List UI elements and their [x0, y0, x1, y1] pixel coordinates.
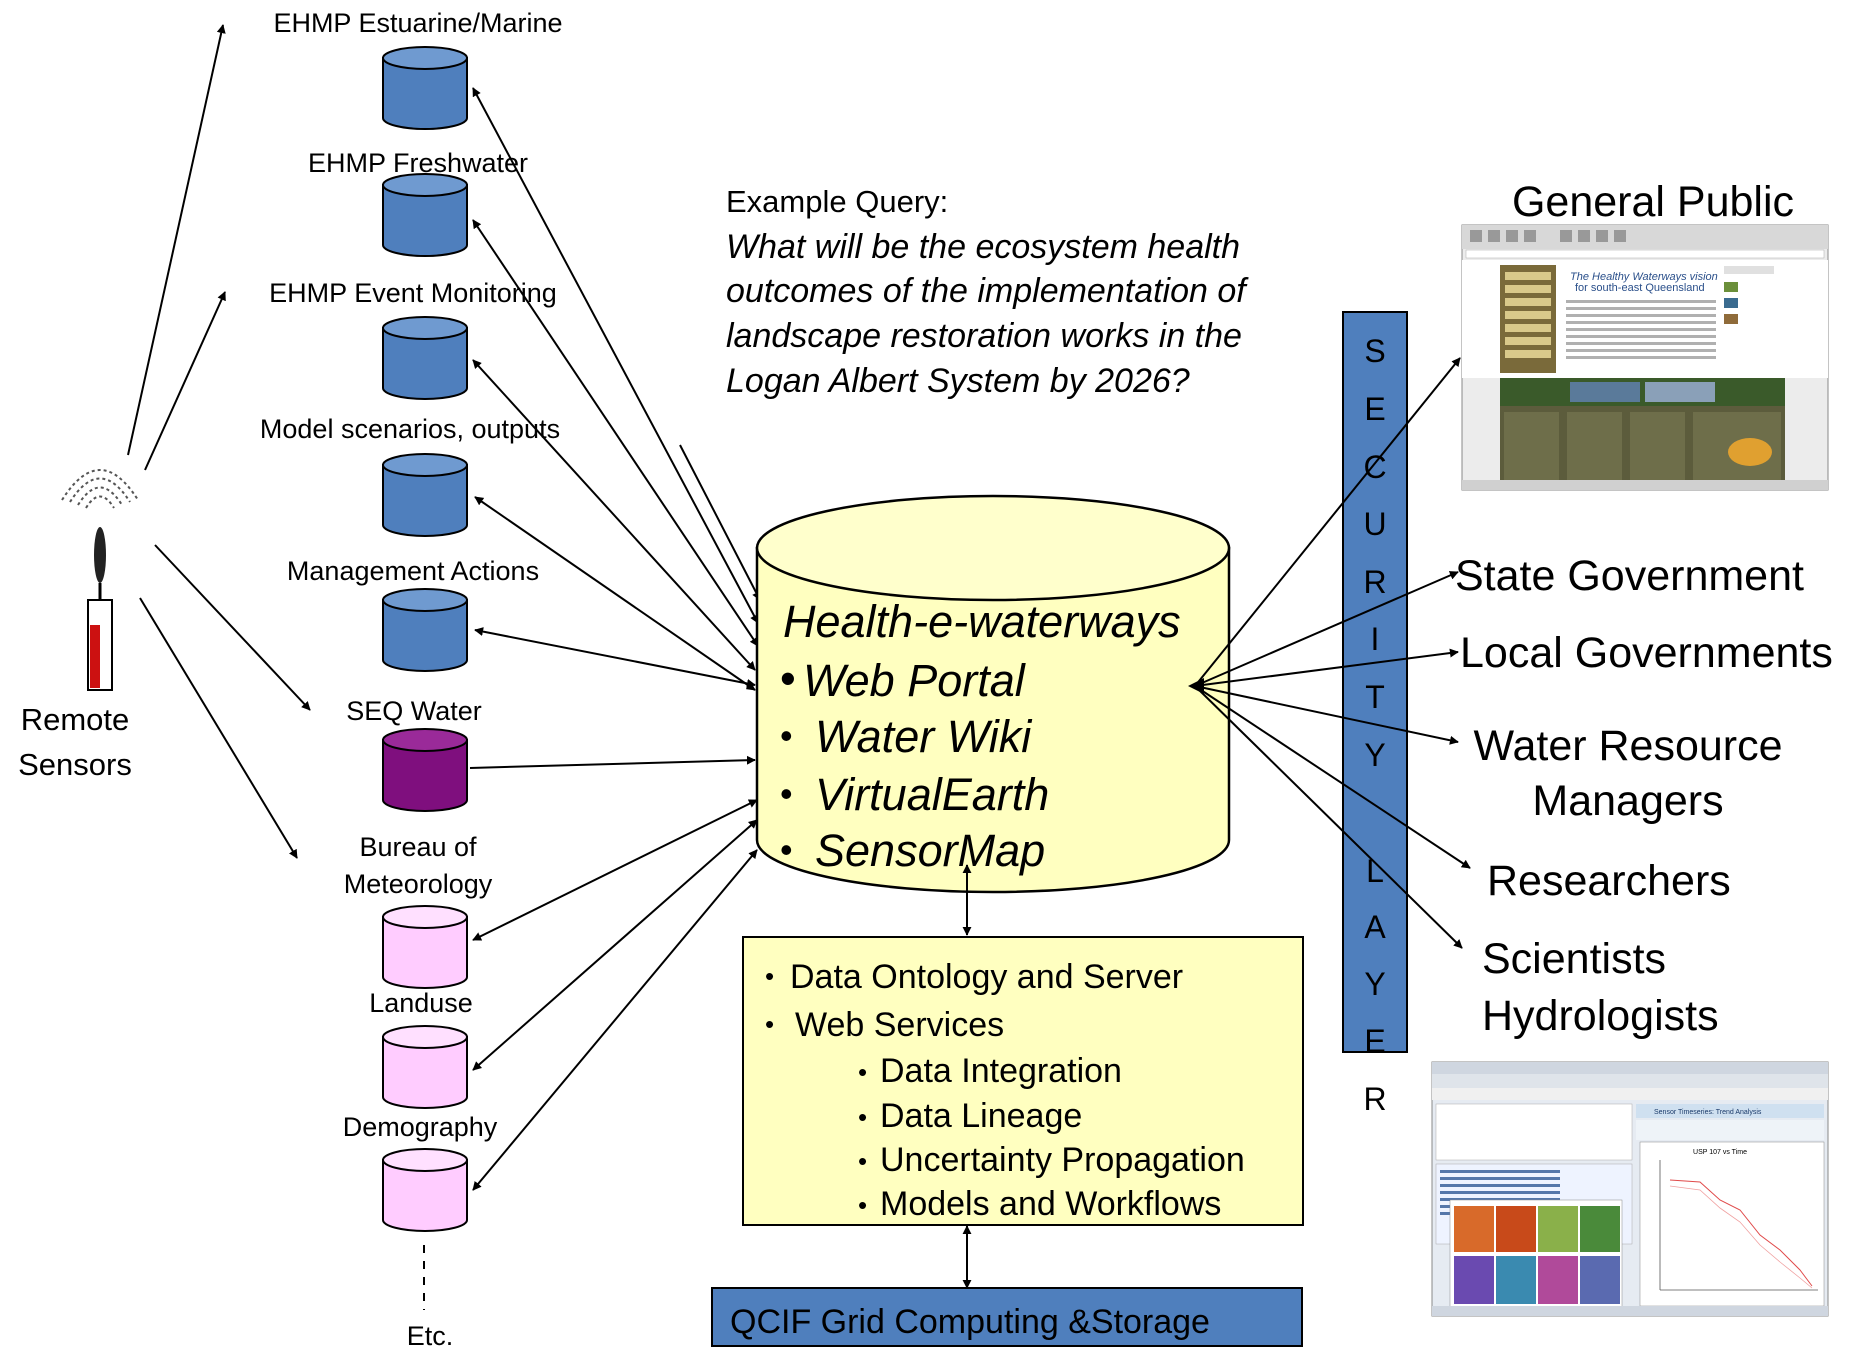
analysis-app-title: Sensor Timeseries: Trend Analysis — [1654, 1109, 1762, 1116]
audience-state-government: State Government — [1455, 552, 1804, 600]
query-line: What will be the ecosystem health — [726, 228, 1240, 266]
security-letter: I — [1371, 621, 1380, 657]
service-item: Web Services — [795, 1006, 1004, 1044]
security-letter: T — [1365, 679, 1385, 715]
hub-item-water-wiki: Water Wiki — [815, 711, 1033, 762]
security-letter: A — [1364, 909, 1386, 945]
svg-text:•: • — [858, 1146, 867, 1176]
security-letter: L — [1366, 853, 1384, 889]
service-subitem: Data Integration — [880, 1052, 1122, 1090]
hub-bullet: • — [780, 773, 793, 814]
audience-water-resource: Water Resource — [1473, 722, 1782, 770]
query-heading: Example Query: — [726, 184, 948, 219]
public-website-screenshot: The Healthy Waterways vision for south-e… — [1461, 224, 1829, 491]
analysis-chart-title: USP 107 vs Time — [1693, 1149, 1747, 1156]
source-seq-water: SEQ Water — [346, 696, 482, 812]
service-subitem: Uncertainty Propagation — [880, 1141, 1245, 1179]
security-letter: U — [1363, 506, 1386, 542]
security-layer: S E C U R I T Y L A Y E R — [1342, 311, 1408, 1117]
source-label-line1: Bureau of — [359, 832, 477, 862]
grid-computing-box: QCIF Grid Computing &Storage — [711, 1287, 1303, 1347]
source-model-scenarios: Model scenarios, outputs — [260, 414, 560, 537]
security-letter: Y — [1364, 966, 1385, 1002]
source-hub-arrows — [469, 87, 761, 1191]
security-letter: R — [1363, 1081, 1386, 1117]
hub-item-virtualearth: VirtualEarth — [815, 769, 1049, 820]
audience-managers: Managers — [1532, 777, 1723, 825]
hub-bullet: • — [780, 829, 793, 870]
public-site-title-line2: for south-east Queensland — [1575, 282, 1705, 294]
sensors-label-line2: Sensors — [18, 747, 132, 782]
services-box: • Data Ontology and Server • Web Service… — [742, 936, 1304, 1226]
source-estuarine: EHMP Estuarine/Marine — [273, 8, 563, 130]
source-landuse: Landuse — [369, 988, 473, 1109]
database-cylinder-icon — [382, 57, 468, 130]
source-label: Landuse — [369, 988, 473, 1018]
source-demography: Demography — [343, 1112, 498, 1232]
source-label: EHMP Estuarine/Marine — [273, 8, 562, 38]
svg-text:•: • — [858, 1102, 867, 1132]
security-letter: Y — [1364, 737, 1385, 773]
database-cylinder-icon — [382, 1036, 468, 1109]
source-label: Management Actions — [287, 556, 539, 586]
hub-item-sensormap: SensorMap — [815, 825, 1045, 876]
svg-text:•: • — [858, 1057, 867, 1087]
source-label-line2: Meteorology — [344, 869, 493, 899]
analysis-app-screenshot: Sensor Timeseries: Trend Analysis USP 10… — [1431, 1061, 1829, 1317]
svg-text:•: • — [765, 961, 774, 991]
database-cylinder-icon — [382, 464, 468, 537]
audience-general-public: General Public — [1512, 178, 1794, 226]
hub-bullet: • — [780, 653, 796, 704]
sensors-label-line1: Remote — [21, 702, 130, 737]
source-management-actions: Management Actions — [287, 556, 539, 672]
security-letter: E — [1364, 391, 1385, 427]
audience-researchers: Researchers — [1487, 857, 1731, 905]
query-line: Logan Albert System by 2026? — [726, 362, 1190, 400]
svg-text:•: • — [858, 1190, 867, 1220]
hub-bullet: • — [780, 715, 793, 756]
grid-label: QCIF Grid Computing &Storage — [730, 1303, 1210, 1341]
audience-arrows — [1188, 357, 1471, 949]
public-site-title-line1: The Healthy Waterways vision — [1570, 271, 1718, 283]
security-letter: R — [1363, 564, 1386, 600]
audience-hydrologists: Hydrologists — [1482, 992, 1719, 1040]
audience-local-governments: Local Governments — [1460, 629, 1833, 677]
database-cylinder-icon — [382, 1159, 468, 1232]
sensor-arrows — [127, 24, 311, 859]
service-subitem: Data Lineage — [880, 1097, 1082, 1135]
source-label: Model scenarios, outputs — [260, 414, 560, 444]
etc-label: Etc. — [407, 1321, 454, 1351]
source-label: Demography — [343, 1112, 498, 1142]
query-line: landscape restoration works in the — [726, 317, 1242, 355]
service-subitem: Models and Workflows — [880, 1185, 1221, 1223]
security-letter: E — [1364, 1023, 1385, 1059]
remote-sensor-icon — [61, 469, 139, 691]
svg-text:•: • — [765, 1009, 774, 1039]
source-event-monitoring: EHMP Event Monitoring — [269, 278, 557, 400]
source-label: SEQ Water — [346, 696, 482, 726]
security-letter: S — [1364, 333, 1385, 369]
database-cylinder-icon — [382, 599, 468, 672]
database-cylinder-icon — [382, 327, 468, 400]
audience-scientists: Scientists — [1482, 935, 1666, 983]
hub-cylinder: Health-e-waterways • Web Portal • Water … — [755, 494, 1231, 894]
query-line: outcomes of the implementation of — [726, 272, 1249, 310]
hub-item-web-portal: Web Portal — [803, 655, 1027, 706]
source-bureau-meteorology: Bureau of Meteorology — [344, 832, 493, 989]
database-cylinder-icon — [382, 184, 468, 257]
service-item: Data Ontology and Server — [790, 958, 1183, 996]
database-cylinder-icon — [382, 916, 468, 989]
database-cylinder-icon — [382, 739, 468, 812]
source-freshwater: EHMP Freshwater — [308, 148, 528, 257]
hub-title: Health-e-waterways — [783, 596, 1181, 647]
security-letter: C — [1363, 449, 1386, 485]
